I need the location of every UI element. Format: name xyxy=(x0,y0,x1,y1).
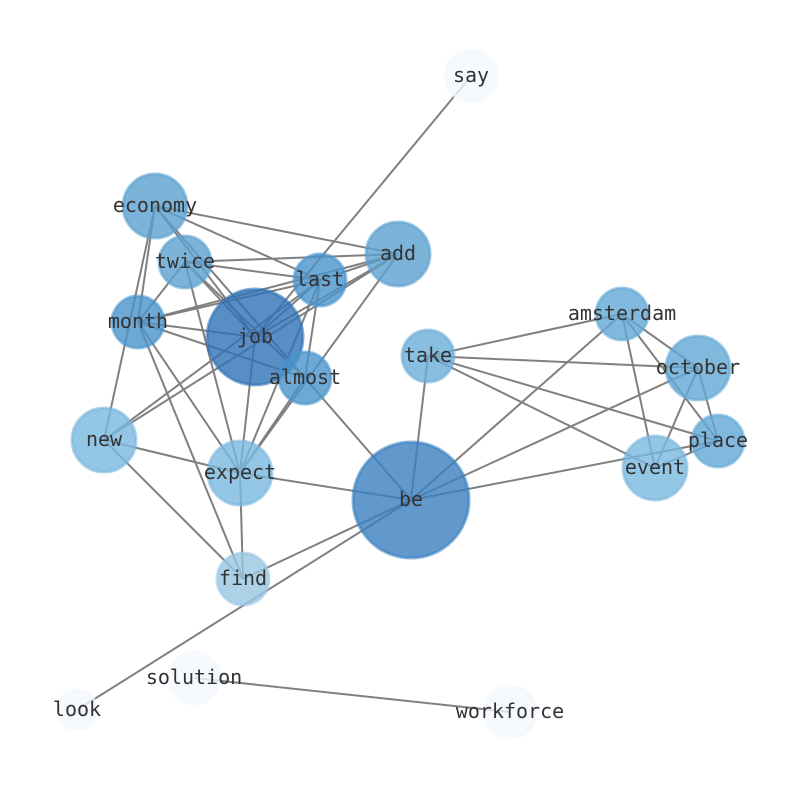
node-take[interactable] xyxy=(400,328,456,384)
node-twice[interactable] xyxy=(157,234,213,290)
node-say[interactable] xyxy=(443,48,499,104)
edge-take-amsterdam xyxy=(427,313,623,357)
node-solution[interactable] xyxy=(166,650,222,706)
node-workforce[interactable] xyxy=(482,684,538,740)
node-month[interactable] xyxy=(110,294,166,350)
node-be[interactable] xyxy=(351,440,471,560)
edge-month-add xyxy=(137,253,399,323)
edge-twice-expect xyxy=(184,261,241,474)
node-label-find: find xyxy=(219,566,267,590)
node-label-october: october xyxy=(656,355,740,379)
edge-take-event xyxy=(427,355,656,469)
node-label-almost: almost xyxy=(269,365,341,389)
node-add[interactable] xyxy=(364,220,432,288)
labels-layer: say economy twice add last month job almost take… xyxy=(53,63,748,723)
node-place[interactable] xyxy=(690,413,746,469)
node-label-new: new xyxy=(86,427,123,451)
node-label-say: say xyxy=(453,63,489,87)
node-label-month: month xyxy=(108,309,168,333)
edge-economy-add xyxy=(154,205,399,255)
node-job[interactable] xyxy=(205,287,305,387)
node-last[interactable] xyxy=(292,252,348,308)
node-expect[interactable] xyxy=(206,439,274,507)
node-label-expect: expect xyxy=(204,460,276,484)
node-find[interactable] xyxy=(215,551,271,607)
node-label-twice: twice xyxy=(155,249,215,273)
node-label-economy: economy xyxy=(113,193,197,217)
node-event[interactable] xyxy=(621,434,689,502)
node-new[interactable] xyxy=(70,406,138,474)
node-label-amsterdam: amsterdam xyxy=(568,301,676,325)
edge-solution-workforce xyxy=(193,677,511,713)
node-label-take: take xyxy=(404,343,452,367)
node-label-job: job xyxy=(237,324,273,348)
edge-take-october xyxy=(427,355,699,369)
edge-month-find xyxy=(137,321,244,580)
edge-twice-add xyxy=(184,253,399,263)
node-label-last: last xyxy=(296,267,344,291)
node-label-event: event xyxy=(625,455,685,479)
edge-take-place xyxy=(427,355,719,442)
node-look[interactable] xyxy=(55,688,99,732)
node-amsterdam[interactable] xyxy=(594,286,650,342)
nodes-layer xyxy=(55,48,746,740)
node-label-place: place xyxy=(688,428,748,452)
node-label-add: add xyxy=(380,241,416,265)
node-almost[interactable] xyxy=(277,350,333,406)
node-label-solution: solution xyxy=(146,665,242,689)
edges-layer xyxy=(76,75,719,713)
edge-say-job xyxy=(254,75,472,338)
node-october[interactable] xyxy=(664,334,732,402)
node-label-be: be xyxy=(399,487,423,511)
node-label-workforce: workforce xyxy=(456,699,564,723)
node-label-look: look xyxy=(53,697,101,721)
node-economy[interactable] xyxy=(121,172,189,240)
